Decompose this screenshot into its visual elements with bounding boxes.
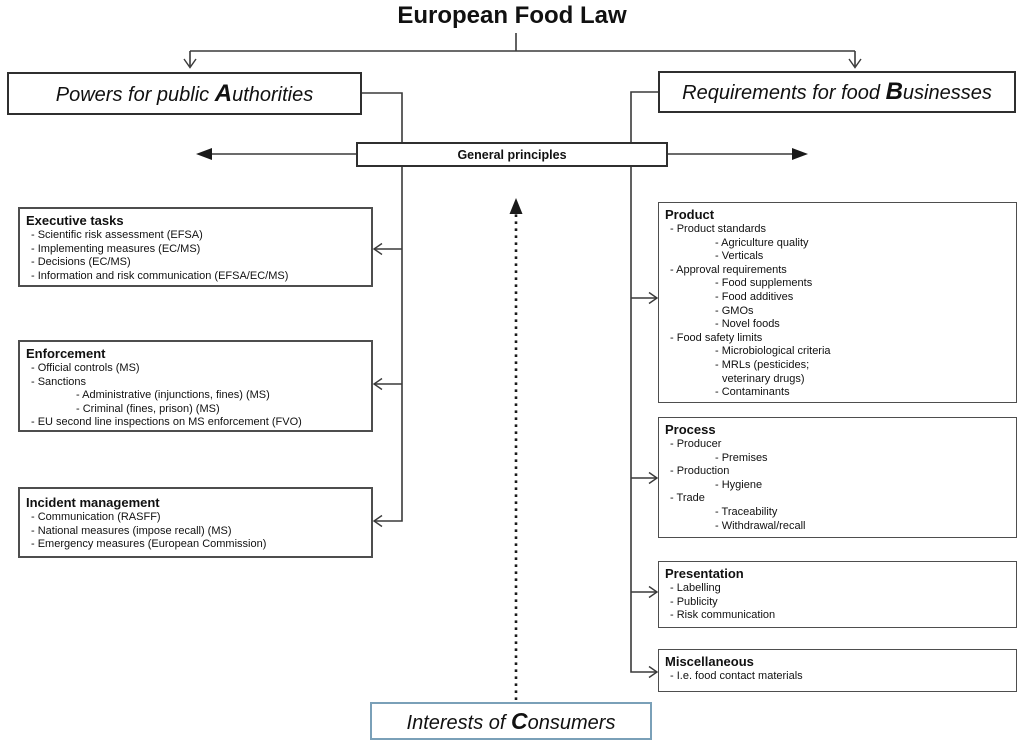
list-item: - Verticals: [715, 250, 764, 263]
list-item: - Withdrawal/recall: [715, 519, 806, 532]
box-title: Product: [665, 207, 715, 222]
left-arrowhead-icon: [372, 242, 383, 256]
list-item: - GMOs: [715, 304, 754, 317]
powers-authorities-box: Powers for public Authorities: [7, 72, 362, 115]
down-arrowhead-icon: [183, 58, 197, 69]
interests-consumers-label: Interests of Consumers: [406, 707, 616, 734]
list-item: - Labelling: [670, 582, 721, 594]
page-title: European Food Law: [397, 2, 627, 29]
list-item: - Hygiene: [715, 478, 763, 491]
right-arrowhead-icon: [648, 471, 659, 485]
list-item: veterinary drugs): [722, 372, 805, 385]
miscellaneous-box: Miscellaneous - I.e. food contact materi…: [658, 649, 1017, 692]
list-item: - Contaminants: [715, 386, 790, 399]
list-item: - Agriculture quality: [715, 236, 809, 249]
list-item: - Emergency measures (European Commissio…: [31, 538, 267, 551]
list-item: - Publicity: [670, 595, 718, 608]
list-item: - Food safety limits: [670, 331, 763, 344]
requirements-businesses-box: Requirements for food Businesses: [658, 71, 1016, 113]
solid-up-arrowhead-icon: [509, 198, 523, 214]
list-item: - Producer: [670, 438, 722, 450]
list-item: - Trade: [670, 492, 705, 505]
list-item: - MRLs (pesticides;: [715, 358, 810, 371]
solid-right-arrowhead-icon: [792, 148, 808, 160]
list-item: - Information and risk communication (EF…: [31, 269, 289, 282]
list-item: - Criminal (fines, prison) (MS): [76, 402, 220, 415]
general-principles-label: General principles: [457, 147, 567, 162]
right-arrowhead-icon: [648, 585, 659, 599]
interests-consumers-box: Interests of Consumers: [370, 702, 652, 740]
list-item: - EU second line inspections on MS enfor…: [31, 416, 302, 429]
list-item: - Official controls (MS): [31, 362, 140, 374]
list-item: - Implementing measures (EC/MS): [31, 242, 201, 255]
right-arrowhead-icon: [648, 291, 659, 305]
list-item: - Product standards: [670, 223, 766, 235]
left-arrowhead-icon: [372, 514, 383, 528]
list-item: - Novel foods: [715, 318, 780, 331]
list-item: - Food supplements: [715, 277, 813, 290]
list-item: - National measures (impose recall) (MS): [31, 524, 232, 537]
incident-management-box: Incident management - Communication (RAS…: [18, 487, 373, 558]
list-item: - Communication (RASFF): [31, 511, 161, 523]
list-item: - I.e. food contact materials: [670, 670, 803, 682]
list-item: - Food additives: [715, 290, 794, 303]
enforcement-box: Enforcement - Official controls (MS) - S…: [18, 340, 373, 432]
list-item: - Sanctions: [31, 375, 87, 388]
list-item: - Decisions (EC/MS): [31, 256, 131, 269]
box-title: Process: [665, 422, 716, 437]
list-item: - Approval requirements: [670, 263, 787, 276]
executive-tasks-box: Executive tasks - Scientific risk assess…: [18, 207, 373, 287]
process-box: Process - Producer - Premises - Producti…: [658, 417, 1017, 538]
list-item: - Microbiological criteria: [715, 345, 831, 358]
product-box: Product - Product standards - Agricultur…: [658, 202, 1017, 403]
list-item: - Risk communication: [670, 609, 776, 622]
left-spine-line: [362, 92, 403, 522]
presentation-box: Presentation - Labelling - Publicity - R…: [658, 561, 1017, 628]
solid-left-arrowhead-icon: [196, 148, 212, 160]
general-principles-box: General principles: [356, 142, 668, 167]
requirements-businesses-label: Requirements for food Businesses: [682, 78, 992, 105]
right-arrowhead-icon: [648, 665, 659, 679]
list-item: - Production: [670, 465, 730, 478]
box-title: Presentation: [665, 566, 744, 581]
list-item: - Administrative (injunctions, fines) (M…: [76, 389, 270, 402]
down-arrowhead-icon: [848, 58, 862, 69]
box-title: Enforcement: [26, 346, 106, 361]
box-title: Executive tasks: [26, 213, 124, 228]
powers-authorities-label: Powers for public Authorities: [55, 79, 314, 107]
left-arrowhead-icon: [372, 377, 383, 391]
list-item: - Traceability: [715, 505, 778, 518]
list-item: - Scientific risk assessment (EFSA): [31, 229, 203, 241]
list-item: - Premises: [715, 451, 768, 464]
right-spine-line: [630, 91, 658, 673]
box-title: Miscellaneous: [665, 654, 754, 669]
box-title: Incident management: [26, 495, 160, 510]
